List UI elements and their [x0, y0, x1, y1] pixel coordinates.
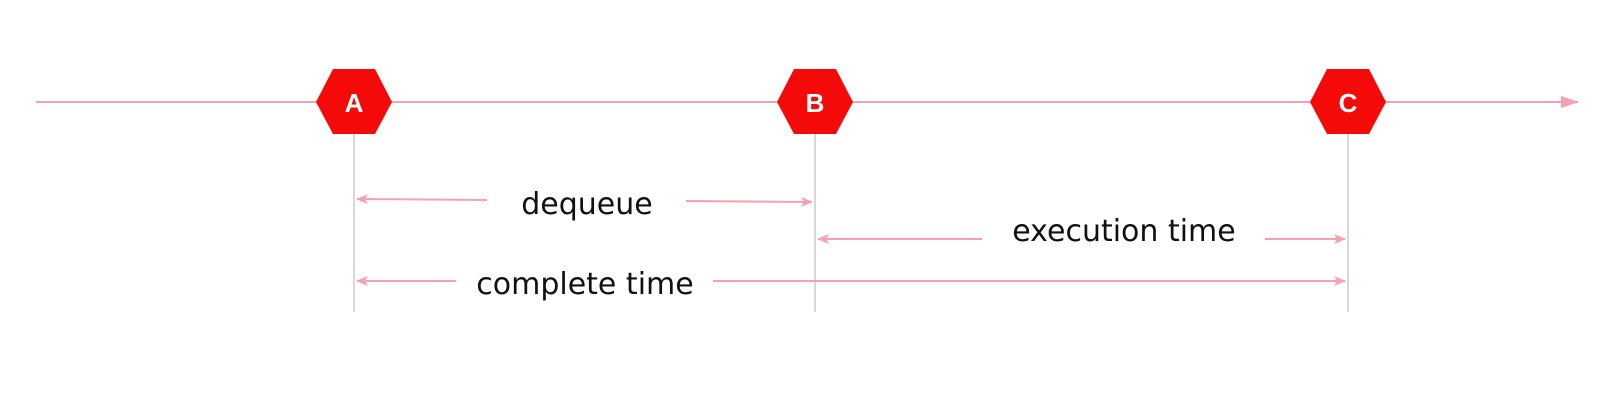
marker-label-b: B — [806, 88, 825, 118]
hexagon-b — [777, 69, 853, 134]
complete-time-label: complete time — [476, 267, 693, 302]
marker-c: C — [1310, 69, 1386, 134]
interval-complete-time: complete time — [356, 267, 1346, 302]
interval-execution-time: execution time — [817, 214, 1346, 249]
dequeue-label: dequeue — [521, 187, 652, 222]
hexagon-a — [316, 69, 392, 134]
execution-time-label: execution time — [1012, 214, 1236, 249]
marker-b: B — [777, 69, 853, 134]
marker-a: A — [316, 69, 392, 134]
hexagon-c — [1310, 69, 1386, 134]
marker-label-a: A — [345, 88, 364, 118]
dequeue-arrow-left — [356, 194, 488, 205]
interval-dequeue: dequeue — [356, 187, 813, 222]
marker-label-c: C — [1339, 88, 1358, 118]
dequeue-arrow-right — [685, 196, 813, 207]
